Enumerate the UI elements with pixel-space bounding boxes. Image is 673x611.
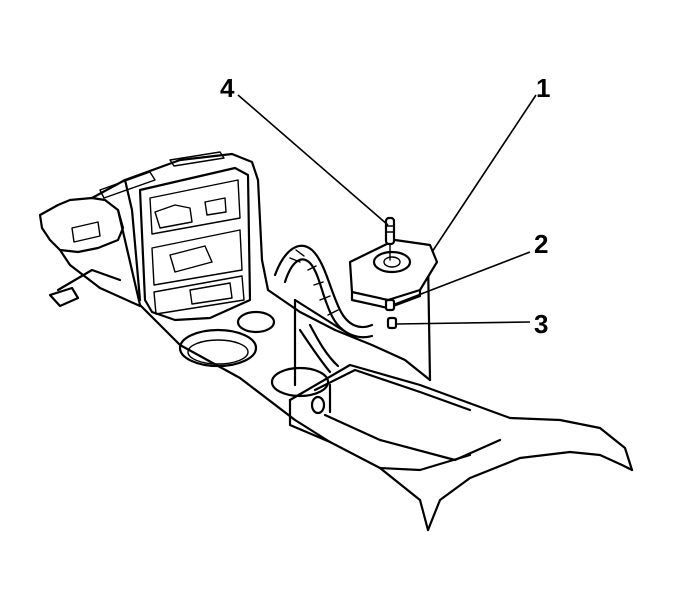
callout-3: 3 (534, 309, 548, 339)
leader-line-2 (394, 251, 531, 305)
leader-lines (237, 94, 537, 325)
module-component (348, 238, 439, 330)
callout-1: 1 (536, 73, 550, 103)
leader-line-3 (395, 321, 531, 325)
center-console (38, 151, 634, 532)
leader-line-4 (237, 94, 389, 226)
leader-line-1 (431, 94, 537, 253)
callout-4: 4 (220, 73, 235, 103)
callout-2: 2 (534, 229, 548, 259)
